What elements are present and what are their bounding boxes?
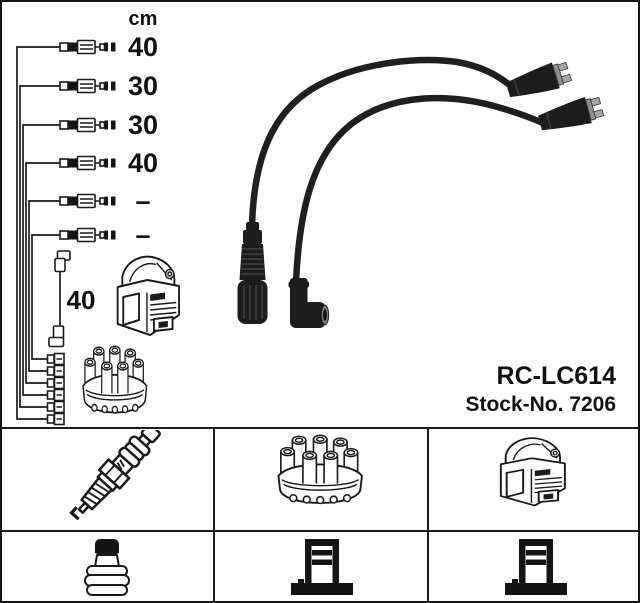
wire-row-schematic <box>16 39 116 420</box>
part-number-text: RC-LC614 <box>496 362 616 390</box>
legend-cell-distributor-cap <box>215 429 429 530</box>
wire-length-label: 30 <box>127 71 159 101</box>
legend-cell-spark-plug <box>2 429 215 530</box>
distributor-connector-stack <box>46 352 65 426</box>
legend-cell-coil-terminal <box>429 530 638 601</box>
wire-length-label: – <box>135 220 151 250</box>
component-legend-table <box>2 427 638 601</box>
ignition-cable-a <box>248 56 515 229</box>
wire-row-schematic <box>31 227 116 360</box>
stock-number-text: Stock-No. 7206 <box>465 393 616 416</box>
wire-row-schematic <box>22 117 116 396</box>
ignition-coil-icon <box>499 437 566 507</box>
ignition-coil-drawing <box>116 255 181 336</box>
wire-length-label: 40 <box>127 148 159 178</box>
wire-row-schematic <box>28 193 116 372</box>
legend-cell-distributor-terminal <box>215 530 429 601</box>
legend-cell-ignition-coil <box>429 429 638 530</box>
wire-row-schematic <box>19 78 116 408</box>
spark-plug-icon <box>69 430 161 521</box>
wire-length-label: – <box>135 186 151 216</box>
wire-length-label: 40 <box>127 32 159 62</box>
wire-row-schematic <box>25 155 116 384</box>
cable-boot-elbow <box>288 278 330 328</box>
cable-boot-straight <box>237 222 268 324</box>
legend-cell-plug-terminal <box>2 530 215 601</box>
cable-terminal-boot-a <box>503 57 574 104</box>
unit-header-label: cm <box>128 8 158 30</box>
wire-set-diagram <box>16 39 606 426</box>
distributor-cap-drawing <box>82 345 148 414</box>
distributor-terminal-icon <box>291 539 353 595</box>
coil-wire-schematic <box>48 250 71 348</box>
plug-terminal-icon <box>84 539 130 596</box>
coil-wire-length-label: 40 <box>66 285 96 315</box>
coil-terminal-icon <box>505 539 567 595</box>
wire-length-label: 30 <box>127 110 159 140</box>
distributor-cap-icon <box>277 434 363 505</box>
cable-terminal-boot-b <box>535 92 606 137</box>
ignition-cable-b <box>292 94 547 286</box>
